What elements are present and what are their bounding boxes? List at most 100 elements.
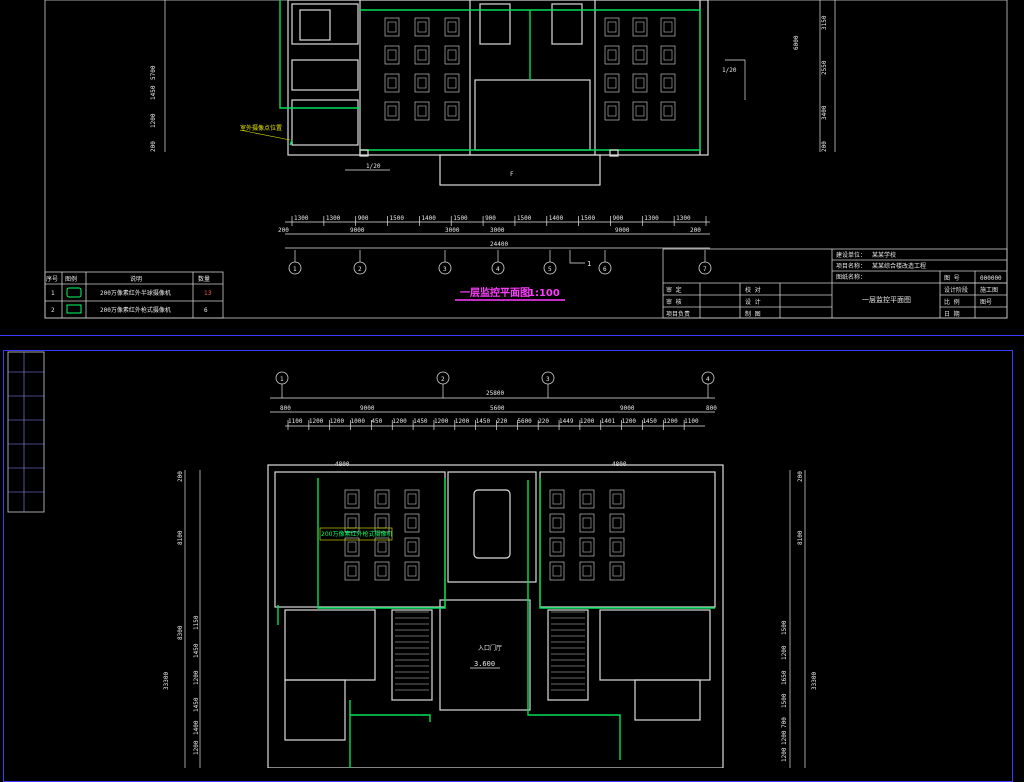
upper-mid-dim: 9000: [350, 227, 365, 234]
dome-camera-icon: [66, 287, 82, 298]
upper-top-dim: 1300: [644, 215, 659, 222]
lower-fine-dim: 1200: [330, 418, 345, 425]
desk-group: [444, 73, 460, 93]
desk-group: [447, 21, 457, 33]
lower-mid-dim: 800: [706, 405, 717, 412]
desk-group: [404, 537, 420, 557]
desk-group: [549, 489, 565, 509]
desk-group: [549, 513, 565, 533]
lower-fine-dim: 1401: [601, 418, 616, 425]
title-block-info-label: 设计阶段: [944, 286, 968, 294]
desk-group: [607, 77, 617, 89]
lower-fine-dim: 1450: [476, 418, 491, 425]
legend-row-1-qty: 13: [204, 290, 212, 297]
desk-group: [377, 565, 387, 577]
title-block-info-value: 图号: [980, 299, 992, 306]
lower-fine-dim: 1000: [351, 418, 366, 425]
upper-total-dim: 24400: [490, 241, 508, 248]
desk-group: [612, 541, 622, 553]
upper-left-dim: 1450: [150, 85, 157, 100]
desk-group: [414, 45, 430, 65]
desk-group: [344, 489, 360, 509]
desk-group: [347, 541, 357, 553]
desk-group: [612, 517, 622, 529]
lower-right-dim: 200: [797, 471, 804, 482]
desk-group: [612, 493, 622, 505]
upper-top-dim: 1500: [390, 215, 405, 222]
upper-right-dim: 200: [821, 141, 828, 152]
upper-top-dim: 1500: [517, 215, 532, 222]
desk-group: [552, 541, 562, 553]
desk-group: [609, 537, 625, 557]
desk-group: [344, 561, 360, 581]
desk-group: [347, 565, 357, 577]
desk-group: [387, 77, 397, 89]
lower-fine-dim: 1200: [580, 418, 595, 425]
desk-group: [387, 21, 397, 33]
desk-group: [417, 49, 427, 61]
desk-group: [582, 565, 592, 577]
svg-text:序号: 序号: [46, 275, 58, 283]
axis-label: 2: [358, 266, 362, 273]
upper-mid-dim: 3000: [490, 227, 505, 234]
upper-top-dim: 1300: [676, 215, 691, 222]
desk-group: [635, 105, 645, 117]
upper-left-dim: 5700: [150, 65, 157, 80]
desk-group: [377, 493, 387, 505]
lobby-label: 入口门厅: [478, 644, 502, 652]
lower-left-dim: 1200: [193, 740, 200, 755]
desk-group: [387, 49, 397, 61]
desk-group: [582, 541, 592, 553]
title-block-info-label: 比 例: [944, 298, 960, 306]
axis-label: 4: [496, 266, 500, 273]
upper-left-dim: 1200: [150, 113, 157, 128]
axis-label: 4: [706, 376, 710, 383]
title-block-label: 项目名称：: [836, 262, 866, 270]
lower-fine-dim: 1450: [413, 418, 428, 425]
upper-mid-dim: 200: [690, 227, 701, 234]
lower-left-dim: 1450: [193, 697, 200, 712]
desk-group: [552, 493, 562, 505]
lower-fine-dim: 1200: [663, 418, 678, 425]
upper-floor-plan: [279, 0, 709, 186]
desk-group: [579, 537, 595, 557]
desk-group: [607, 49, 617, 61]
title-block-sign: 设 计: [745, 298, 761, 306]
title-block-sign: 审 核: [666, 298, 682, 306]
lower-fine-dim: 1100: [288, 418, 303, 425]
desk-group: [582, 517, 592, 529]
drawing-sheet-upper: [0, 0, 1024, 336]
desk-group: [604, 73, 620, 93]
svg-text:图例: 图例: [65, 275, 77, 283]
lower-fine-dim: 1200: [455, 418, 470, 425]
lower-fine-dim: 1100: [684, 418, 699, 425]
desk-group: [552, 517, 562, 529]
upper-top-dim: 900: [485, 215, 496, 222]
lower-right-dim: 1500: [781, 620, 788, 635]
upper-right-dim: 3150: [821, 15, 828, 30]
desk-group: [604, 45, 620, 65]
title-block-value: 某某综合楼改造工程: [872, 262, 926, 270]
axis-label: 5: [548, 266, 552, 273]
lobby-elevation: 3.600: [474, 660, 495, 668]
desk-group: [632, 73, 648, 93]
desk-group: [663, 77, 673, 89]
upper-top-dim: 1300: [294, 215, 309, 222]
title-block-info-value: 000000: [980, 275, 1002, 282]
desk-group: [387, 105, 397, 117]
title-block-sign: 审 定: [666, 286, 682, 294]
upper-left-dim: 200: [150, 141, 157, 152]
desk-group: [635, 21, 645, 33]
desk-group: [447, 77, 457, 89]
legend-row-2-desc: 200万像素红外枪式摄像机: [100, 306, 171, 314]
legend-table: 序号 图例 说明 数量 1 200万像素红外半球摄像机 13 2 200万像素红…: [44, 271, 224, 319]
title-block-info-label: 日 期: [944, 310, 960, 318]
desk-group: [552, 565, 562, 577]
lower-left-dim: 200: [177, 471, 184, 482]
desk-group: [607, 21, 617, 33]
desk-group: [444, 17, 460, 37]
lower-fine-dim: 5600: [517, 418, 532, 425]
legend-row-1-desc: 200万像素红外半球摄像机: [100, 289, 171, 297]
